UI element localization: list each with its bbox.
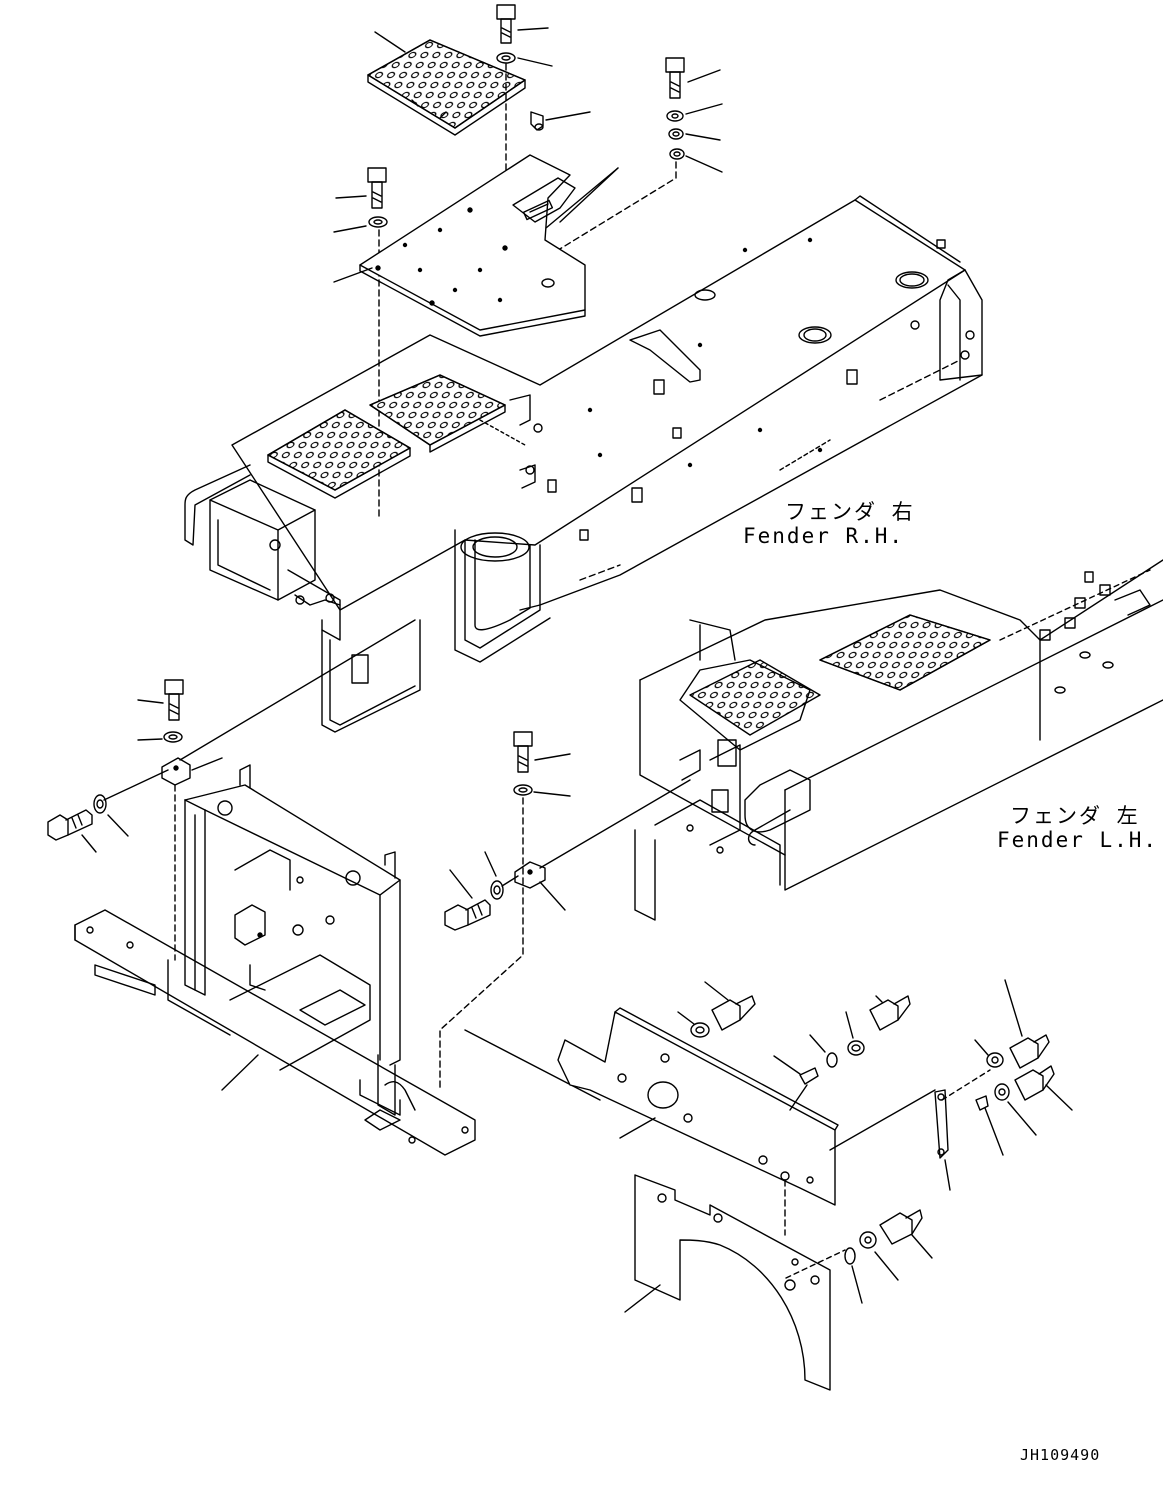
bolt-center (514, 732, 690, 910)
lower-cover (625, 1175, 932, 1390)
bolt-left-side (48, 770, 168, 852)
washer-top-center (497, 53, 552, 66)
bolt-top-left (334, 168, 387, 232)
bolt-top-center (497, 5, 548, 43)
cover-plate (558, 1008, 935, 1235)
cover-bolts (678, 980, 1072, 1190)
main-frame (75, 765, 600, 1155)
fender-lh-label-en: Fender L.H. (997, 828, 1159, 852)
fender-rh (185, 196, 982, 732)
fender-lh-label-jp: フェンダ 左 (1010, 804, 1140, 828)
bolt-left-upper (138, 620, 415, 785)
floor-plate (334, 155, 618, 336)
drawing-code: JH109490 (1020, 1446, 1101, 1464)
fender-lh (635, 560, 1163, 920)
bolt-center-side (445, 852, 518, 930)
fender-rh-label-jp: フェンダ 右 (785, 500, 915, 524)
floor-mat-top (368, 32, 525, 135)
bolt-top-right (666, 58, 722, 172)
clip-top (531, 112, 590, 130)
fender-rh-label-en: Fender R.H. (743, 524, 905, 548)
